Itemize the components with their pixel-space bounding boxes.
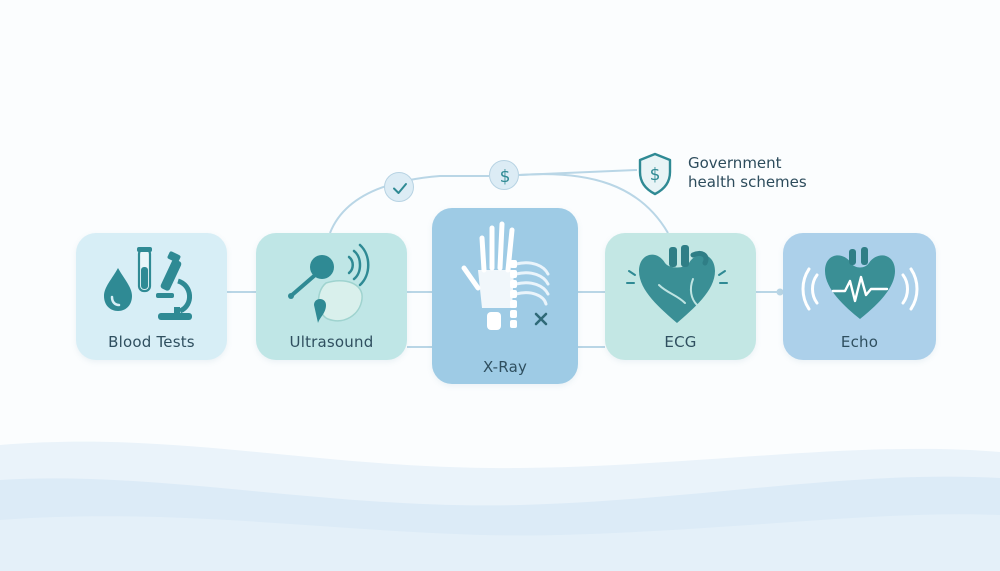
connector-dot xyxy=(776,288,784,296)
step-label: Ultrasound xyxy=(289,333,374,351)
ultrasound-card[interactable]: Ultrasound xyxy=(256,233,407,360)
shield-dollar-icon: $ xyxy=(638,152,672,196)
dollar-icon: $ xyxy=(500,167,511,187)
step-label: Echo xyxy=(840,333,879,351)
xray-card[interactable]: X-Ray xyxy=(432,208,578,384)
check-badge xyxy=(384,172,414,202)
blood-drop-microscope-icon xyxy=(104,247,192,320)
ultrasound-probe-icon xyxy=(288,243,370,323)
step-label: Blood Tests xyxy=(108,333,195,351)
step-label: X-Ray xyxy=(482,358,528,376)
gov-label-line2: health schemes xyxy=(688,173,807,191)
check-icon xyxy=(393,183,407,194)
connector-line-shield xyxy=(518,169,638,176)
government-schemes-label: Government health schemes xyxy=(688,154,848,192)
ecg-card[interactable]: ECG xyxy=(605,233,756,360)
svg-text:$: $ xyxy=(500,167,511,187)
dollar-badge: $ xyxy=(489,160,519,190)
heart-icon xyxy=(626,245,728,323)
blood-tests-card[interactable]: Blood Tests xyxy=(76,233,227,360)
gov-label-line1: Government xyxy=(688,154,782,172)
svg-text:$: $ xyxy=(650,165,661,185)
step-label: ECG xyxy=(664,333,697,351)
xray-hand-chest-icon xyxy=(461,221,550,330)
echo-card[interactable]: Echo xyxy=(783,233,936,360)
heart-pulse-icon xyxy=(801,247,919,319)
connector-arc-left xyxy=(329,175,489,234)
